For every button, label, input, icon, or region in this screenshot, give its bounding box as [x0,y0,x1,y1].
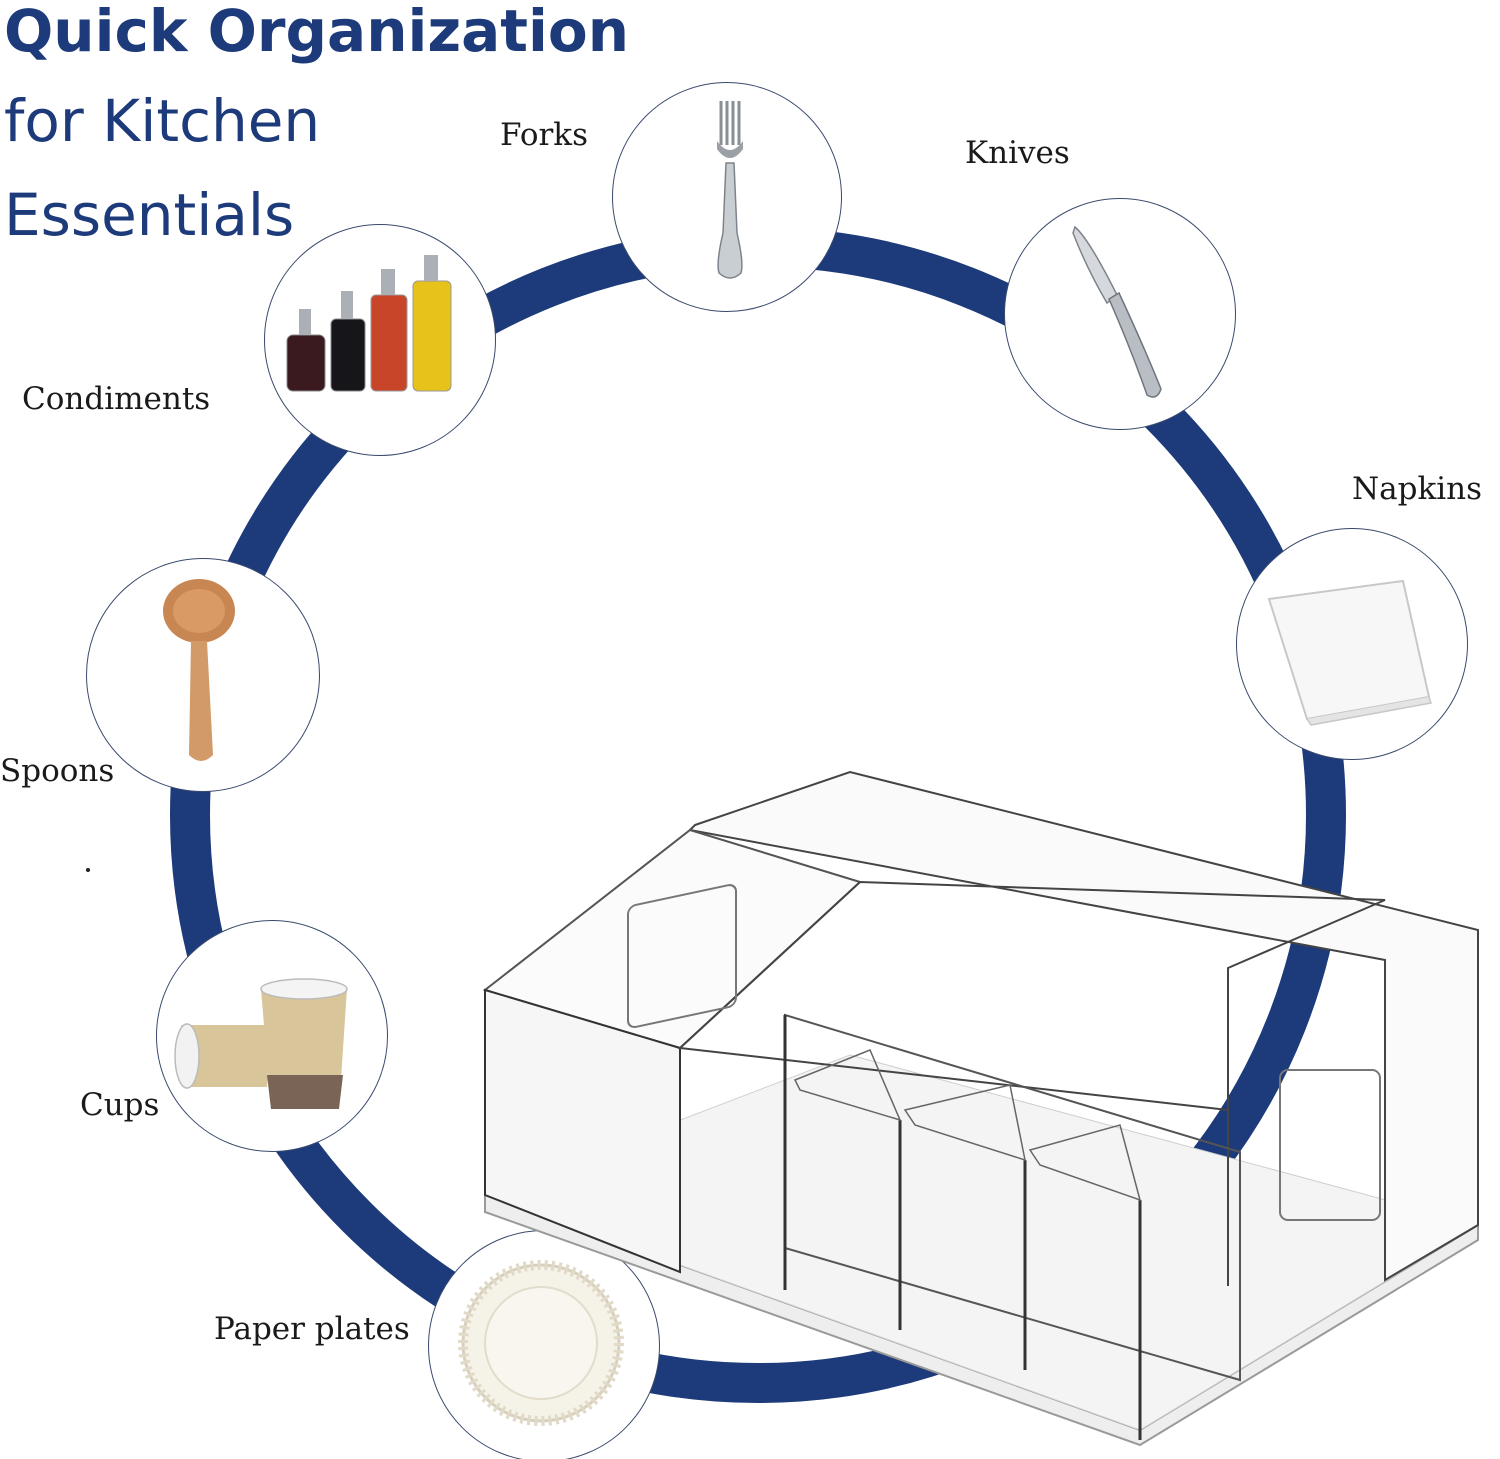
headline-line-3: Essentials [4,181,295,249]
stray-dot [86,868,90,872]
napkins-bubble [1236,528,1468,760]
plates-bubble [428,1230,660,1459]
plates-label: Paper plates [214,1311,410,1347]
spoons-bubble [86,558,320,792]
headline-line-1: Quick Organization [4,0,630,65]
forks-label: Forks [500,117,588,153]
condiments-bubble [264,224,496,456]
headline-line-2: for Kitchen [4,87,321,155]
knives-label: Knives [965,135,1070,171]
wooden-spoon-icon [163,579,235,761]
napkins-label: Napkins [1352,471,1483,507]
acrylic-organizer-icon [482,770,1480,1447]
forks-bubble [612,82,842,312]
knives-bubble [1004,198,1236,430]
knife-icon [1072,225,1162,398]
condiments-label: Condiments [22,381,211,417]
paper-plate-icon [458,1260,624,1426]
cups-bubble [156,920,388,1152]
spoons-label: Spoons [0,753,115,789]
fork-icon [717,101,743,279]
cups-label: Cups [80,1087,160,1123]
napkin-icon [1267,579,1432,726]
condiment-bottles-icon [286,255,452,392]
paper-cups-icon [174,978,348,1109]
